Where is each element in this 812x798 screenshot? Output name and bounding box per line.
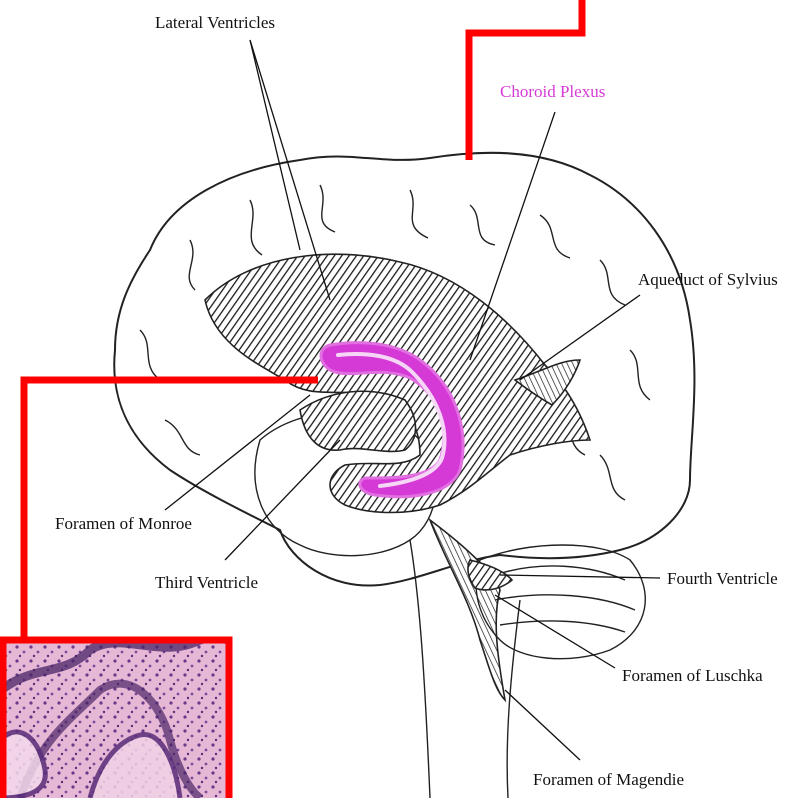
label-foramen-of-luschka: Foramen of Luschka: [622, 666, 763, 685]
connector-top: [469, 0, 582, 160]
label-aqueduct-of-sylvius: Aqueduct of Sylvius: [638, 270, 778, 289]
label-fourth-ventricle: Fourth Ventricle: [667, 569, 778, 588]
label-third-ventricle: Third Ventricle: [155, 573, 258, 592]
label-lateral-ventricles: Lateral Ventricles: [155, 13, 275, 32]
cerebellum: [476, 545, 645, 659]
third-ventricle-shape: [300, 391, 416, 451]
histology-inset: [0, 637, 240, 798]
label-foramen-of-monroe: Foramen of Monroe: [55, 514, 192, 533]
label-choroid-plexus: Choroid Plexus: [500, 82, 605, 101]
label-foramen-of-magendie: Foramen of Magendie: [533, 770, 684, 789]
